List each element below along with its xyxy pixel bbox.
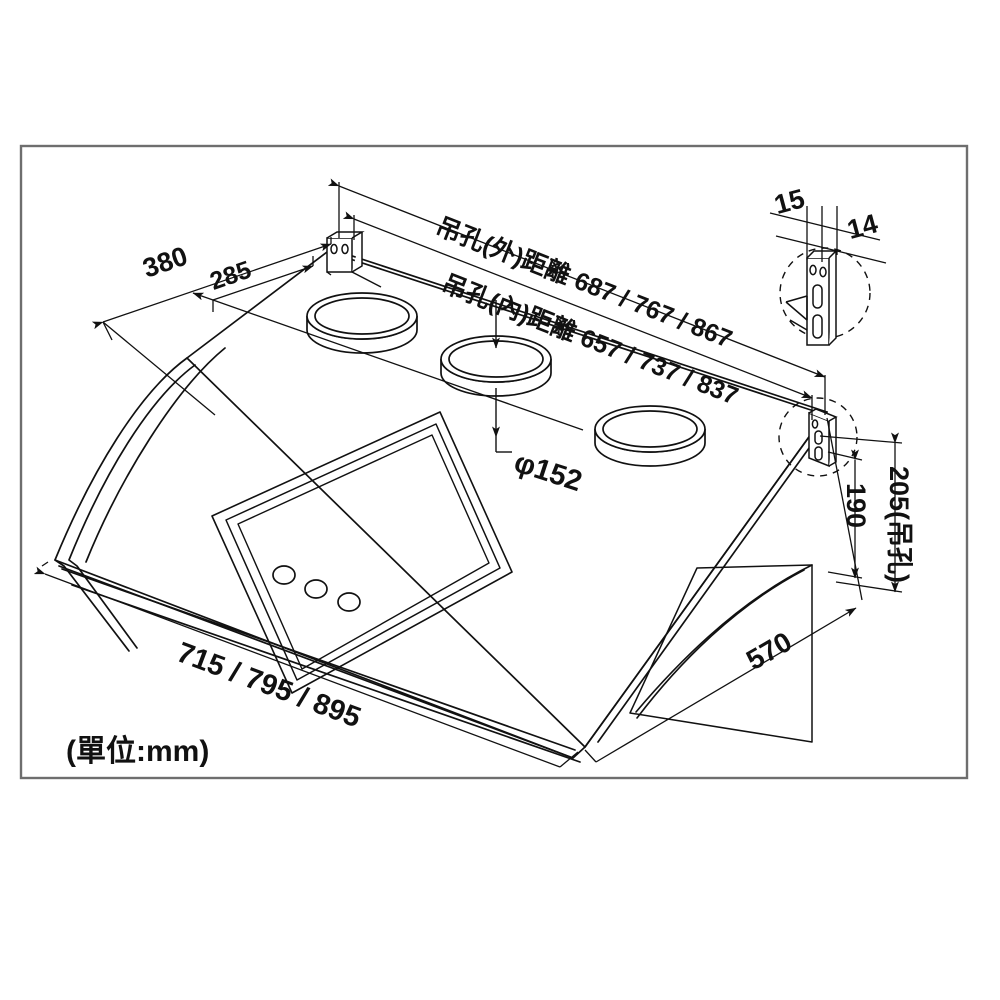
- hood-left-curve-accent: [85, 347, 226, 563]
- hood-filter-frame-outer: [211, 411, 513, 694]
- detail-view-bracket: [779, 247, 871, 346]
- detail-circle-right-bracket: [778, 397, 858, 477]
- hood-right-rib: [635, 564, 813, 719]
- control-button-3: [337, 592, 361, 612]
- bracket-right: [808, 408, 838, 468]
- dim-hang-hole-inner: [342, 211, 813, 420]
- dim-depth-285: [192, 256, 584, 431]
- dim-side-570: [584, 417, 863, 763]
- hood-filter-frame-inner2: [237, 434, 490, 670]
- dim-hang-hole-outer: [327, 178, 826, 415]
- control-buttons: [272, 565, 361, 612]
- unit-note: (單位:mm): [66, 735, 210, 768]
- dim-duct-diameter: [492, 300, 512, 453]
- control-button-2: [304, 579, 328, 599]
- dim-label-height-190: 190: [841, 483, 871, 529]
- hood-right-side-panel-inner: [597, 429, 823, 743]
- dim-height-190: [827, 449, 863, 579]
- duct-right: [594, 405, 706, 467]
- dim-depth-380: [91, 237, 332, 416]
- dim-height-205: [819, 432, 903, 593]
- duct-left: [306, 292, 418, 354]
- hood-filter-frame-inner: [225, 423, 501, 681]
- dim-label-height-205: 205(吊孔): [884, 466, 914, 584]
- hood-right-panel-window: [629, 564, 813, 743]
- control-button-1: [272, 565, 296, 585]
- hood-front-bottom-edge: [58, 565, 574, 759]
- drawing-border: [19, 144, 969, 780]
- dim-width-bottom: [33, 561, 579, 768]
- hood-left-skirt-outer: [54, 357, 188, 652]
- hood-right-side-panel: [584, 411, 828, 748]
